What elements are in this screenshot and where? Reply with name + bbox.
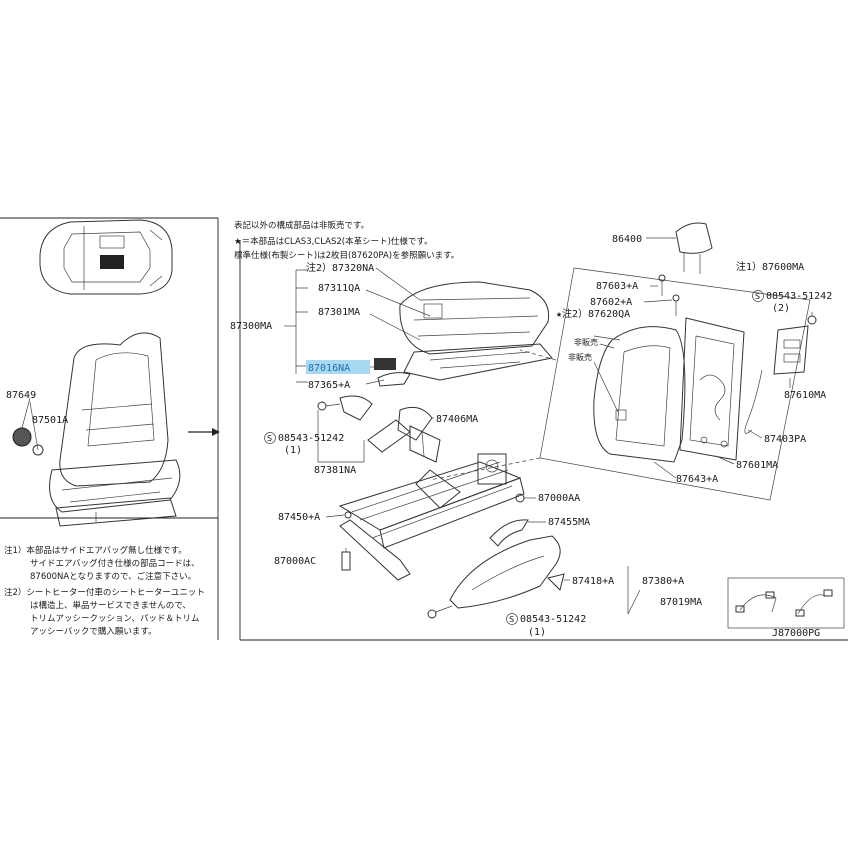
bracket-87380A	[627, 566, 641, 615]
label-87620QA: ★注2）87620QA	[556, 307, 630, 320]
svg-text:S: S	[267, 434, 272, 443]
label-87610MA: 87610MA	[784, 390, 826, 401]
highlight-87016NA	[306, 360, 370, 374]
note1-line1: 注1）本部品はサイドエアバッグ無し仕様です。	[4, 545, 187, 556]
bracket-87406MA-illustration	[397, 406, 434, 441]
switch-panel-87610MA-illustration	[773, 325, 809, 375]
headrest-illustration	[675, 222, 713, 274]
label-not-for-sale-1: 非販売	[574, 337, 598, 347]
label-87643A: 87643+A	[676, 474, 718, 485]
seat-cushion-illustration	[374, 281, 553, 387]
label-87365A: 87365+A	[308, 380, 350, 391]
bolt-87610MA-icon	[807, 312, 817, 325]
bolt-callout-a: S	[264, 432, 276, 444]
note1-line2: サイドエアバッグ付き仕様の部品コードは、	[30, 558, 200, 569]
label-87000AC: 87000AC	[274, 556, 316, 567]
seatback-dashed-box	[429, 267, 811, 501]
top-note-line1: 表記以外の構成部品は非販売です。	[234, 220, 369, 231]
svg-text:S: S	[509, 615, 514, 624]
bolt-callout-b: S	[506, 613, 518, 625]
top-notes: 表記以外の構成部品は非販売です。 ★＝本部品はCLAS3,CLAS2(本革シート…	[234, 220, 459, 261]
label-87300MA: 87300MA	[230, 321, 272, 332]
label-08543-51242-c-qty: (2)	[772, 303, 790, 314]
seat-frame-illustration	[338, 425, 525, 581]
bolt-87603A-icon	[650, 274, 666, 296]
group-bracket-87300MA	[295, 269, 308, 383]
lumbar-knob-icon	[12, 397, 44, 456]
label-08543-51242-c: 08543-51242	[766, 291, 832, 302]
label-08543-51242-b: 08543-51242	[520, 614, 586, 625]
note2-line2: は構造上、単品サービスできませんので、	[30, 600, 191, 611]
label-87311QA: 87311QA	[318, 283, 360, 294]
diagram-code: J87000PG	[772, 628, 820, 639]
label-87501A: 87501A	[32, 415, 68, 426]
label-87455MA: 87455MA	[548, 517, 590, 528]
bolt-87000AC-icon	[341, 548, 351, 571]
bolt-87602A-icon	[643, 294, 680, 316]
label-87450A: 87450+A	[278, 512, 320, 523]
top-note-line2: ★＝本部品はCLAS3,CLAS2(本革シート)仕様です。	[234, 236, 433, 247]
wire-87403PA-illustration	[744, 369, 763, 434]
harness-illustration	[735, 589, 833, 617]
label-87603A: 87603+A	[596, 281, 638, 292]
note1-line3: 87600NAとなりますので、ご注意下さい。	[30, 571, 196, 582]
bolt-callout-c: S	[752, 290, 764, 302]
bolt-87000AA-icon	[515, 493, 536, 503]
label-87019MA: 87019MA	[660, 597, 702, 608]
seat-overview-illustration	[49, 332, 181, 527]
note2-line1: 注2）シートヒーター付車のシートヒーターユニット	[4, 587, 205, 598]
bracket-87455MA-illustration	[489, 519, 546, 547]
label-87403PA: 87403PA	[764, 434, 806, 445]
label-87000AA: 87000AA	[538, 493, 580, 504]
svg-text:S: S	[755, 292, 760, 301]
label-87406MA: 87406MA	[436, 414, 478, 425]
label-87320NA: 注2）87320NA	[306, 261, 374, 274]
note2-line4: アッシーバックで購入願います。	[30, 626, 157, 637]
label-87600MA: 注1）87600MA	[736, 260, 804, 273]
screw-icon	[427, 605, 453, 619]
label-87381NA: 87381NA	[314, 465, 356, 476]
label-87602A: 87602+A	[590, 297, 632, 308]
label-86400: 86400	[612, 234, 642, 245]
note2-line3: トリムアッシークッション、パッド＆トリム	[30, 614, 200, 624]
label-87601MA: 87601MA	[736, 460, 778, 471]
label-87016NA[interactable]: 87016NA	[308, 363, 350, 374]
label-87380A: 87380+A	[642, 576, 684, 587]
label-not-for-sale-2: 非販売	[568, 352, 592, 362]
side-cover-illustration	[449, 535, 570, 609]
seatback-frame-illustration	[679, 317, 745, 461]
label-08543-51242-a: 08543-51242	[278, 433, 344, 444]
label-08543-51242-b-qty: (1)	[528, 627, 546, 638]
notes-block: 注1）本部品はサイドエアバッグ無し仕様です。 サイドエアバッグ付き仕様の部品コー…	[4, 545, 205, 637]
label-87418A: 87418+A	[572, 576, 614, 587]
label-87649: 87649	[6, 390, 36, 401]
car-top-view	[39, 219, 173, 295]
top-note-line3: 標準仕様(布製シート)は2枚目(87620PA)を参照願います。	[234, 250, 459, 261]
seatback-trim-illustration	[593, 326, 686, 463]
label-87301MA: 87301MA	[318, 307, 360, 318]
label-08543-51242-a-qty: (1)	[284, 445, 302, 456]
harness-box	[727, 577, 845, 629]
arrow-right-icon	[188, 428, 220, 436]
